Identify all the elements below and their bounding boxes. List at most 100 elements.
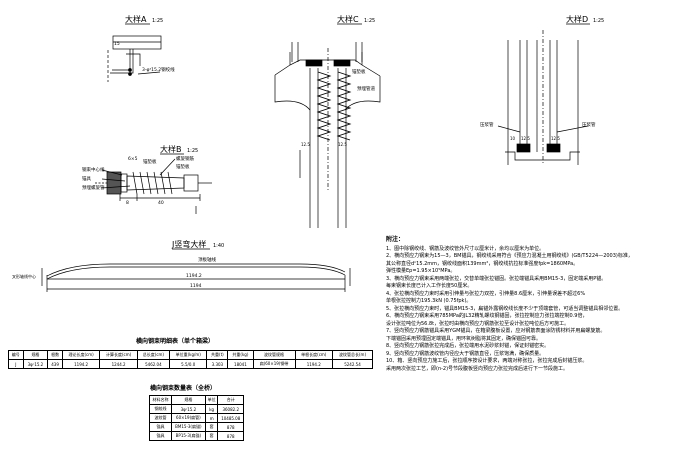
detail-c-label-1: 锚垫板 [352, 68, 366, 75]
detail-d-label-2: 压浆管 [582, 121, 596, 128]
detail-b-scale: 1:25 [187, 148, 198, 154]
profile-scale: 1:40 [213, 243, 224, 249]
table1-cell: 439 [47, 359, 63, 369]
table2-title: 横向钢束数量表（全桥） [150, 385, 217, 392]
detail-b-label-2: 钢束中心线 [82, 166, 105, 173]
detail-d-title: 大样D [566, 14, 588, 24]
note-line: 采用两次张拉工艺，即(n-2)号节段腹板竖向预应力张拉完成后进行下一节段施工。 [386, 365, 569, 372]
table-row: 锚具 BM15-3(扁锚) 套 878 [149, 422, 244, 432]
detail-c: 大样C 1:25 锚垫板 预埋管道 12.5 12.5 [274, 14, 381, 228]
note-line: 其公称直径dⁿ15.2mm，钢绞线面积139mm²，钢绞线抗拉标准强度fpk=1… [386, 260, 579, 267]
table-row: 钢绞线 3φˢ15.2 kg 36082.2 [149, 404, 244, 414]
table2-cell: 锚具 [149, 422, 172, 432]
table1-header: 根数 [47, 350, 63, 360]
note-line: 8、竖向预应力钢筋张拉完成后，张拉端用水泥砂浆封锚，保证封锚密实。 [386, 343, 550, 349]
note-line: 3、横向预应力钢束采用两端张拉，交替单端张拉锚固。张拉端锚具采用BM15-3，固… [386, 275, 607, 282]
detail-d: 大样D 1:25 压浆管 压浆管 10 12.5 12.5 [480, 14, 604, 165]
table1-cell: J [8, 359, 24, 369]
table2-header: 规格 [170, 395, 206, 405]
detail-d-dim-2: 12.5 [521, 136, 530, 141]
detail-b-label-3: 锚具 [82, 175, 91, 182]
detail-a: 大样A 1:25 15 3-φˢ15.2钢绞线 [107, 14, 175, 82]
note-line: 设计张拉吨位为56.8t，张拉时由横向预应力钢筋张拉至设计张拉吨位后方可施工。 [386, 320, 570, 327]
table1-cell: 5.5/0.0 [168, 359, 208, 369]
detail-c-title: 大样C [337, 14, 359, 24]
detail-b-dim-3: 40 [158, 200, 164, 206]
table2-cell: 878 [217, 431, 244, 441]
detail-c-dim-2: 12.5 [338, 142, 347, 147]
table2-header-row: 材料名称 规格 单位 合计 [149, 395, 244, 405]
table2-cell: 36082.2 [217, 404, 244, 414]
table2-cell: kg [204, 404, 219, 414]
tendon-detail-table: 编号 规格 根数 理论长度(cm) 计算长度(cm) 总长度(cm) 单位重(k… [8, 350, 373, 369]
table1-cell: 5242.54 [332, 359, 373, 369]
table1-title: 横向钢束明细表（单个箱梁） [136, 338, 215, 345]
detail-b-label-5: 螺旋钢筋 [176, 155, 194, 162]
table2-cell: m [204, 413, 219, 423]
profile-dim-2: 1194 [190, 283, 202, 289]
table1-cell: 1194.2 [61, 359, 101, 369]
table2-cell: 钢绞线 [149, 404, 172, 414]
table1-header: 规格 [22, 350, 49, 360]
detail-b-label-4: 预埋螺旋管 [82, 184, 105, 191]
table1-header-row: 编号 规格 根数 理论长度(cm) 计算长度(cm) 总长度(cm) 单位重(k… [8, 350, 373, 360]
detail-d-dim-1: 10 [510, 136, 516, 141]
table-row: 波纹管 60×19(扁管) m 10485.08 [149, 413, 244, 423]
table1-header: 波纹管总长(m) [332, 350, 373, 360]
table1-header: 总长度(cm) [136, 350, 170, 360]
tendon-quantity-table: 材料名称 规格 单位 合计 钢绞线 3φˢ15.2 kg 36082.2 波纹管… [149, 395, 244, 441]
detail-a-scale: 1:25 [152, 18, 163, 24]
table1-cell: 扁(60×19)钢带 [252, 359, 296, 369]
note-line: 4、张拉横向预应力束时采用引伸量与张拉力双控，引伸量8.6厘米，引伸量误差不超过… [386, 290, 586, 297]
table1-cell: 3φˢ15.2 [22, 359, 49, 369]
table1-header: 编号 [8, 350, 24, 360]
table2-cell: 套 [204, 422, 219, 432]
table1-header: 计算长度(cm) [99, 350, 138, 360]
note-line: 6、横向预应力钢束采用785MPa的JL32精轧螺纹钢锚固，张拉控制应力张拉端控… [386, 313, 588, 319]
table2-cell: BM15-3(扁锚) [170, 422, 206, 432]
table2-cell: 锚具 [149, 431, 172, 441]
table2-cell: 波纹管 [149, 413, 172, 423]
j-profile: J竖弯大样 1:40 叉形轴线中心 顶板轴线 1194.2 1194 [12, 239, 351, 292]
note-line: 9、竖向预应力钢筋波纹管内径应大于钢筋直径，压浆饱满，确保质量。 [386, 350, 545, 357]
table1-cell: 1194.2 [294, 359, 334, 369]
table-row: 锚具 BP15-3(扁锚) 套 878 [149, 431, 244, 441]
table1-cell: 5462.04 [136, 359, 170, 369]
detail-b-dim-2: 8 [126, 200, 129, 206]
detail-c-label-2: 预埋管道 [357, 85, 375, 92]
profile-label-left: 叉形轴线中心 [12, 273, 36, 279]
table2-cell: BP15-3(扁锚) [170, 431, 206, 441]
table1-header: 理论长度(cm) [61, 350, 101, 360]
notes-block: 附注： 1、图中除钢绞线、钢筋及波纹管外尺寸以厘米计，余均以厘米为单位。 2、横… [386, 236, 696, 373]
table1-header: 共重(kg) [227, 350, 254, 360]
detail-b: 大样B 1:25 6×5 8 40 锚垫板 钢束中心线 锚具 预埋螺旋管 螺旋钢… [82, 144, 212, 214]
table2-cell: 878 [217, 422, 244, 432]
table2-cell: 10485.08 [217, 413, 244, 423]
note-line: 5、张拉横向预应力束时，锚具BM15-3，扁锚外露钢绞线长度不少于顶端套管，可适… [386, 305, 624, 312]
note-line: 10、箱、竖向预应力施工后，张拉顺序按设计要求，两端对称张拉，张拉完成后封锚压浆… [386, 358, 588, 364]
note-line: 7、竖向预应力钢筋锚具采用YGM锚具，在箱梁腹板设置，应对钢筋表面涂防锈材料并用… [386, 328, 606, 334]
detail-a-dim: 15 [114, 41, 120, 47]
note-line: 弹性模量Ep=1.95×10⁵MPa。 [386, 268, 456, 274]
note-line: 单根张拉控制力195.3kN (0.75fpk)。 [386, 298, 472, 304]
table1-cell: 3.303 [206, 359, 229, 369]
table1-header: 共重(t) [206, 350, 229, 360]
table-row: J 3φˢ15.2 439 1194.2 1244.2 5462.04 5.5/… [8, 359, 373, 369]
detail-b-dim-1: 6×5 [128, 156, 138, 162]
table1-header: 单根长度(cm) [294, 350, 334, 360]
detail-c-dim-1: 12.5 [301, 142, 310, 147]
detail-b-title: 大样B [160, 144, 182, 154]
profile-dim-1: 1194.2 [186, 273, 202, 279]
note-line: 下端锚固采用预埋固定端锚具，用环氧树脂将其固定，确保锚固可靠。 [386, 335, 542, 342]
profile-label-mid: 顶板轴线 [198, 256, 216, 263]
table2-cell: 60×19(扁管) [170, 413, 206, 423]
table1-header: 波纹管规格 [252, 350, 296, 360]
table1-header: 单位重(kg/m) [168, 350, 208, 360]
notes-title: 附注： [386, 236, 405, 243]
table2-header: 材料名称 [149, 395, 172, 405]
detail-d-scale: 1:25 [593, 18, 604, 24]
table1-cell: 1244.2 [99, 359, 138, 369]
table2-cell: 套 [204, 431, 219, 441]
detail-b-label-1: 锚垫板 [143, 158, 157, 165]
